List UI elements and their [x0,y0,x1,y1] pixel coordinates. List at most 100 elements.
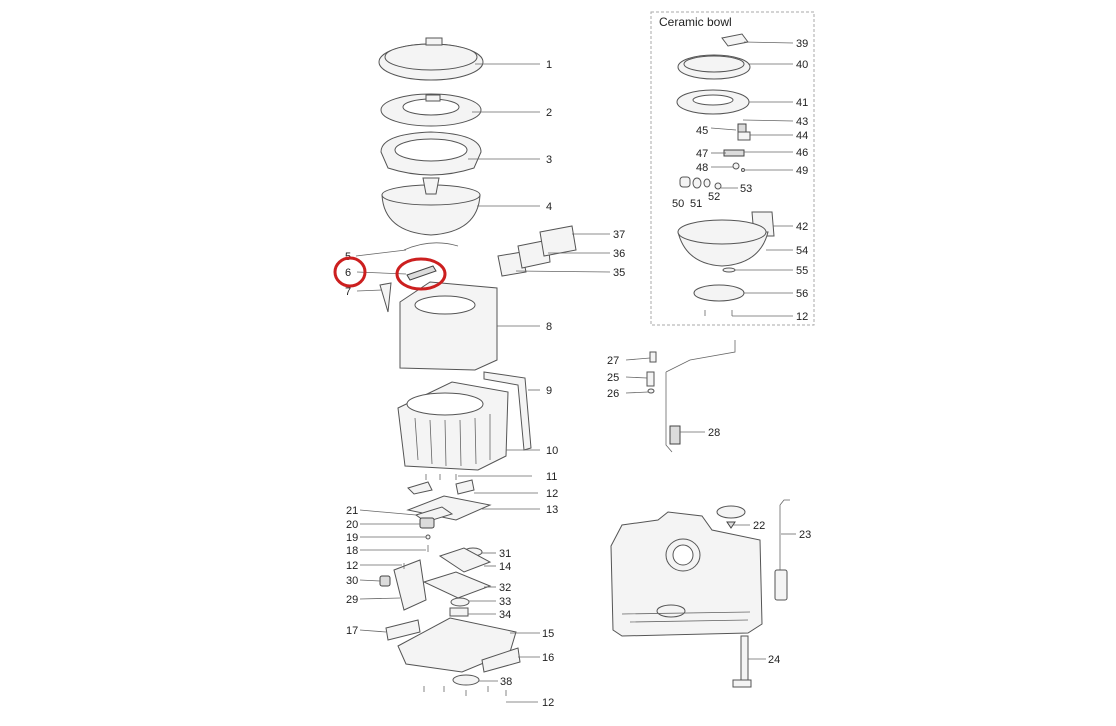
leader-lines-panel [710,41,794,317]
part-numbers-harness: 27 25 26 28 [607,355,720,439]
leader-lines-tank [733,524,796,660]
svg-text:14: 14 [499,561,511,573]
svg-text:51: 51 [690,198,702,210]
highlight-part-6 [395,257,447,291]
svg-text:49: 49 [796,165,808,177]
part-numbers-tank: 22 23 24 [753,520,811,666]
part-drain-pipe [732,635,752,688]
svg-text:39: 39 [796,38,808,50]
part-strip-17 [385,619,421,641]
leader-lines-main [355,63,611,703]
part-side-cover [393,559,427,611]
svg-text:38: 38 [500,676,512,688]
svg-text:6: 6 [345,267,351,279]
part-numbers-panel: 39 40 41 43 44 46 49 53 45 47 48 50 51 5… [672,38,808,323]
svg-text:54: 54 [796,245,808,257]
svg-text:53: 53 [740,183,752,195]
part-base-body [397,381,509,471]
part-knob [379,575,391,587]
svg-text:11: 11 [546,471,557,483]
svg-text:15: 15 [542,628,554,640]
svg-text:43: 43 [796,116,808,128]
svg-text:20: 20 [346,519,358,531]
part-wiring-harness [646,340,736,453]
svg-text:37: 37 [613,229,625,241]
part-bottom-screws [423,686,507,696]
part-numbers-main: 1 2 3 4 5 6 7 8 9 10 11 12 13 21 20 19 1… [345,59,625,709]
part-seal-33 [450,597,470,607]
svg-text:36: 36 [613,248,625,260]
svg-text:34: 34 [499,609,511,621]
part-waste-tank [610,511,763,637]
part-window-37 [539,225,577,257]
part-plate-14 [438,547,492,573]
part-pins [425,474,457,480]
svg-text:24: 24 [768,654,780,666]
svg-text:19: 19 [346,532,358,544]
svg-text:41: 41 [796,97,808,109]
part-clips [407,479,475,495]
svg-text:44: 44 [796,130,808,142]
part-wedge [379,282,392,313]
svg-text:50: 50 [672,198,684,210]
part-bowl-rim [380,131,482,176]
svg-text:30: 30 [346,575,358,587]
part-strip-16 [481,647,521,673]
part-upper-housing [399,281,498,371]
part-bowl [381,177,481,236]
svg-text:12: 12 [542,697,554,709]
svg-text:31: 31 [499,548,511,560]
part-disc [452,674,480,686]
svg-text:25: 25 [607,372,619,384]
svg-text:7: 7 [345,286,351,298]
svg-text:46: 46 [796,147,808,159]
svg-text:48: 48 [696,162,708,174]
part-small-nut [425,534,431,540]
svg-text:42: 42 [796,221,808,233]
svg-text:17: 17 [346,625,358,637]
svg-text:1: 1 [546,59,552,71]
part-seat [380,93,482,127]
svg-text:32: 32 [499,582,511,594]
part-gasket-34 [449,607,469,617]
svg-text:45: 45 [696,125,708,137]
svg-text:12: 12 [546,488,558,500]
highlight-marks [333,256,447,291]
svg-text:52: 52 [708,191,720,203]
part-valve-block [419,517,435,529]
svg-text:12: 12 [796,311,808,323]
svg-text:27: 27 [607,355,619,367]
svg-text:56: 56 [796,288,808,300]
svg-text:12: 12 [346,560,358,572]
svg-text:40: 40 [796,59,808,71]
part-ring [403,242,459,251]
svg-text:26: 26 [607,388,619,400]
ceramic-bowl-panel [650,11,815,326]
svg-text:28: 28 [708,427,720,439]
svg-text:8: 8 [546,321,552,333]
part-tank-cap [716,505,746,529]
panel-title: Ceramic bowl [659,15,732,29]
svg-text:21: 21 [346,505,358,517]
svg-text:55: 55 [796,265,808,277]
svg-text:16: 16 [542,652,554,664]
svg-text:23: 23 [799,529,811,541]
svg-text:2: 2 [546,107,552,119]
svg-text:4: 4 [546,201,552,213]
svg-text:18: 18 [346,545,358,557]
leader-lines-harness [625,357,705,433]
svg-text:33: 33 [499,596,511,608]
part-bracket [406,265,437,281]
svg-text:29: 29 [346,594,358,606]
svg-text:47: 47 [696,148,708,160]
svg-text:3: 3 [546,154,552,166]
svg-text:35: 35 [613,267,625,279]
ceramic-bowl-parts [676,33,775,316]
svg-text:10: 10 [546,445,558,457]
svg-text:22: 22 [753,520,765,532]
part-plate-32 [422,571,492,599]
svg-text:9: 9 [546,385,552,397]
part-level-sensor [774,499,790,601]
part-window-35 [497,251,527,277]
